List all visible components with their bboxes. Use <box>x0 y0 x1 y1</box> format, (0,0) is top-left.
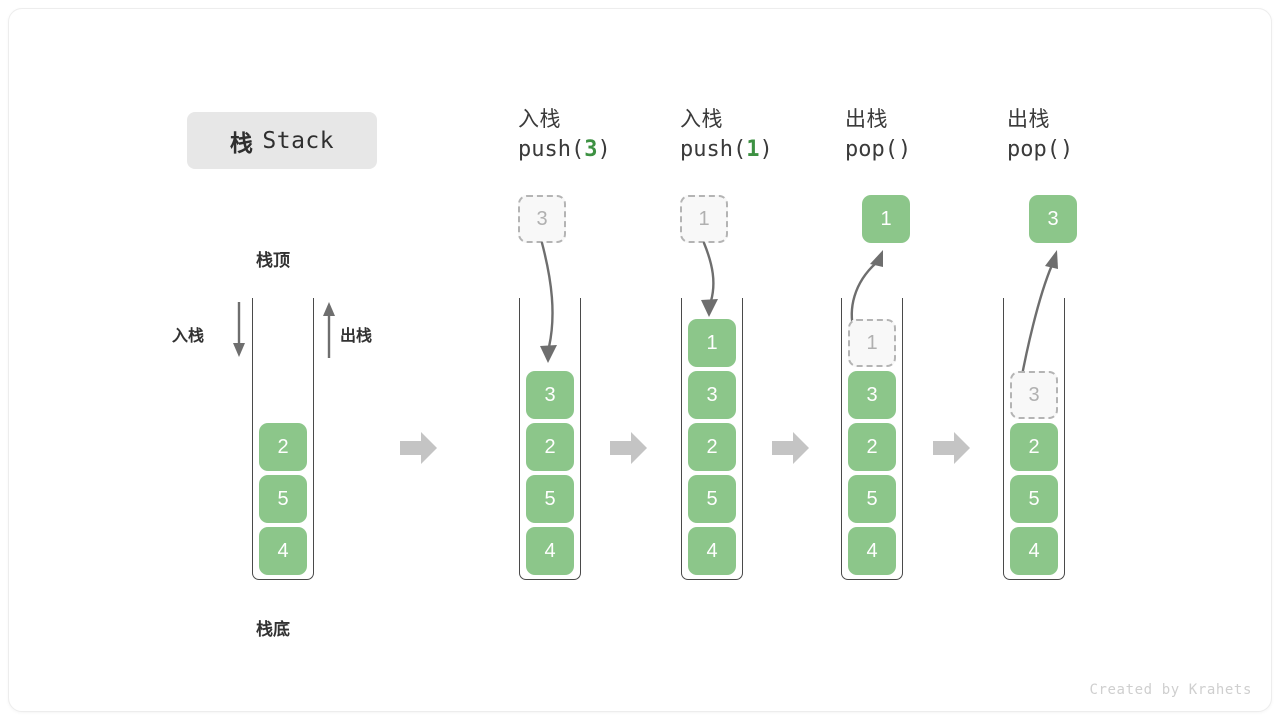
legend-pop-label: 出栈 <box>340 328 373 345</box>
legend-push-label: 入栈 <box>172 328 205 345</box>
step-stack-container <box>1003 298 1065 580</box>
stack-cell: 5 <box>1010 475 1058 523</box>
stack-cell: 5 <box>526 475 574 523</box>
call-suffix: ) <box>897 137 912 162</box>
step-header-push-3: 入栈 push(3) <box>518 106 611 166</box>
step-call-label: push(3) <box>518 134 611 166</box>
popped-ghost-cell: 3 <box>1010 371 1058 419</box>
popped-ghost-cell: 1 <box>848 319 896 367</box>
stack-cell: 3 <box>688 371 736 419</box>
call-suffix: ) <box>597 137 611 162</box>
stack-cell: 5 <box>688 475 736 523</box>
floating-value-cell: 1 <box>862 195 910 243</box>
step-call-label: pop() <box>845 134 911 166</box>
step-op-label: 出栈 <box>1007 108 1050 131</box>
step-header-pop-3: 出栈 pop() <box>1007 106 1073 166</box>
step-header-pop-1: 出栈 pop() <box>845 106 911 166</box>
stack-cell: 4 <box>848 527 896 575</box>
step-separator-arrow-icon <box>400 431 438 465</box>
call-suffix: ) <box>1059 137 1074 162</box>
call-prefix: push( <box>680 137 747 162</box>
stack-cell: 4 <box>1010 527 1058 575</box>
step-stack-container <box>681 298 743 580</box>
stack-bottom-label: 栈底 <box>256 620 290 639</box>
stack-cell: 1 <box>688 319 736 367</box>
floating-value-cell: 3 <box>518 195 566 243</box>
figure-title-badge: 栈 Stack <box>187 112 377 169</box>
floating-value-cell: 3 <box>1029 195 1077 243</box>
floating-value-cell: 1 <box>680 195 728 243</box>
step-separator-arrow-icon <box>933 431 971 465</box>
step-separator-arrow-icon <box>610 431 648 465</box>
call-value: 3 <box>584 137 598 162</box>
step-call-label: push(1) <box>680 134 773 166</box>
figure-title-en: Stack <box>262 127 335 154</box>
call-prefix: pop( <box>1007 137 1060 162</box>
stack-cell: 3 <box>526 371 574 419</box>
stack-cell: 2 <box>688 423 736 471</box>
stack-cell: 5 <box>848 475 896 523</box>
stack-cell: 4 <box>688 527 736 575</box>
stack-cell: 3 <box>848 371 896 419</box>
step-stack-container <box>519 298 581 580</box>
call-prefix: pop( <box>845 137 898 162</box>
legend-stack-container <box>252 298 314 580</box>
step-op-label: 出栈 <box>845 108 888 131</box>
step-op-label: 入栈 <box>680 108 723 131</box>
step-op-label: 入栈 <box>518 108 561 131</box>
stack-cell: 2 <box>526 423 574 471</box>
stack-cell: 4 <box>526 527 574 575</box>
legend-stack-cell: 2 <box>259 423 307 471</box>
call-suffix: ) <box>759 137 773 162</box>
step-separator-arrow-icon <box>772 431 810 465</box>
step-call-label: pop() <box>1007 134 1073 166</box>
stack-cell: 2 <box>1010 423 1058 471</box>
stack-cell: 2 <box>848 423 896 471</box>
call-value: 1 <box>746 137 760 162</box>
stack-top-label: 栈顶 <box>256 251 290 270</box>
figure-title-cn: 栈 <box>229 129 254 156</box>
call-prefix: push( <box>518 137 585 162</box>
legend-stack-cell: 5 <box>259 475 307 523</box>
credit-text: Created by Krahets <box>1089 682 1252 698</box>
legend-stack-cell: 4 <box>259 527 307 575</box>
step-header-push-1: 入栈 push(1) <box>680 106 773 166</box>
step-stack-container <box>841 298 903 580</box>
